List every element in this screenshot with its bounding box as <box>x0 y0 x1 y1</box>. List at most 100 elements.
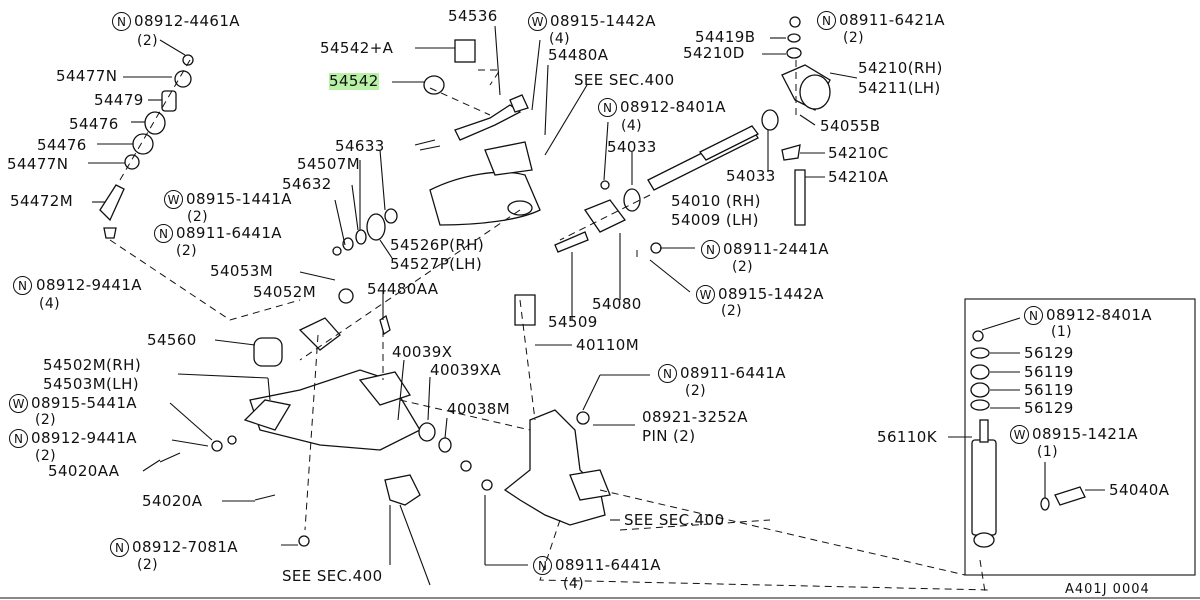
part-label: 54560 <box>147 331 197 349</box>
part-label: 54477N <box>7 155 69 173</box>
part-label: 54080 <box>592 295 642 313</box>
part-label: 54536 <box>448 7 498 25</box>
fastener-number: 08911-6421A <box>839 11 945 29</box>
fastener-qty: (1) <box>1051 324 1073 340</box>
nut-badge: N <box>13 276 32 295</box>
fastener-number: 08911-6441A <box>555 556 661 574</box>
part-label: 54033 <box>607 138 657 156</box>
upper-link-bushing-stack <box>99 54 194 239</box>
fastener-qty: (2) <box>35 412 57 428</box>
part-label: 54210A <box>828 168 889 186</box>
fastener-number: 08912-9441A <box>36 276 142 294</box>
part-label: 08921-3252A <box>642 408 748 426</box>
shock-absorber <box>970 330 1086 548</box>
part-label: 54509 <box>548 313 598 331</box>
fastener-qty: (2) <box>35 448 57 464</box>
assembly-dashed-lines <box>109 60 991 593</box>
part-label: 40039XA <box>430 361 502 379</box>
nut-badge: N <box>1024 306 1043 325</box>
fastener-qty: (4) <box>549 31 571 47</box>
part-label: 54472M <box>10 192 74 210</box>
part-label: 54419B <box>695 28 756 46</box>
washer-badge: W <box>528 12 547 31</box>
lower-control-arm <box>159 314 493 547</box>
part-label: 54033 <box>726 167 776 185</box>
part-label: 54480A <box>548 46 609 64</box>
part-label: 56129 <box>1024 344 1074 362</box>
part-label: 40110M <box>576 336 640 354</box>
nut-badge: N <box>701 240 720 259</box>
nut-badge: N <box>817 11 836 30</box>
fastener-number: 08912-9441A <box>31 429 137 447</box>
part-label: 56129 <box>1024 399 1074 417</box>
nut-badge: N <box>112 12 131 31</box>
fastener-qty: (4) <box>563 576 585 592</box>
fastener-qty: (1) <box>1037 444 1059 460</box>
fastener-number: 08911-6441A <box>680 364 786 382</box>
fastener-number: 08912-4461A <box>134 12 240 30</box>
part-label: 54053M <box>210 262 274 280</box>
fastener-number: 08915-1442A <box>718 285 824 303</box>
nut-badge: N <box>154 224 173 243</box>
fastener-qty: (4) <box>621 118 643 134</box>
fastener-number: 08915-1421A <box>1032 425 1138 443</box>
part-label: 40038M <box>447 400 511 418</box>
part-label: 54052M <box>253 283 317 301</box>
part-label: 54502M(RH) <box>43 356 142 374</box>
upper-control-arm <box>429 94 541 226</box>
part-label: PIN (2) <box>642 427 696 445</box>
part-label: 54527P(LH) <box>390 255 483 273</box>
part-label: 56119 <box>1024 381 1074 399</box>
part-label: SEE SEC.400 <box>282 567 383 585</box>
fastener-qty: (2) <box>176 243 198 259</box>
part-label: 54542+A <box>320 39 394 57</box>
washer-badge: W <box>1010 425 1029 444</box>
part-label: 54503M(LH) <box>43 375 139 393</box>
part-label: SEE SEC.400 <box>624 511 725 529</box>
part-label: 54476 <box>69 115 119 133</box>
fastener-number: 08915-5441A <box>31 394 137 412</box>
part-label: 54480AA <box>367 280 439 298</box>
fastener-qty: (2) <box>685 383 707 399</box>
fastener-number: 08911-2441A <box>723 240 829 258</box>
fastener-number: 08912-8401A <box>620 98 726 116</box>
part-label: 54476 <box>37 136 87 154</box>
steering-knuckle <box>384 294 611 526</box>
fastener-qty: (2) <box>732 259 754 275</box>
fastener-number: 08912-7081A <box>132 538 238 556</box>
part-label: 54020A <box>142 492 203 510</box>
fastener-number: 08915-1441A <box>186 190 292 208</box>
washer-badge: W <box>9 394 28 413</box>
fastener-qty: (2) <box>187 209 209 225</box>
part-label: 54479 <box>94 91 144 109</box>
part-label: 54507M <box>297 155 361 173</box>
fastener-qty: (2) <box>721 303 743 319</box>
fastener-qty: (2) <box>137 557 159 573</box>
part-label: 54210(RH) <box>858 59 943 77</box>
nut-badge: N <box>110 538 129 557</box>
fastener-number: 08911-6441A <box>176 224 282 242</box>
nut-badge: N <box>658 364 677 383</box>
nut-badge: N <box>9 429 28 448</box>
part-label: 54020AA <box>48 462 120 480</box>
rod-bracket <box>781 16 831 226</box>
tension-rod-assembly <box>554 109 779 254</box>
washer-badge: W <box>696 285 715 304</box>
part-label-highlighted: 54542 <box>329 72 379 90</box>
washer-badge: W <box>164 190 183 209</box>
part-label: 54055B <box>820 117 881 135</box>
part-label: 54477N <box>56 67 118 85</box>
part-label: 56119 <box>1024 363 1074 381</box>
fastener-qty: (2) <box>843 30 865 46</box>
part-label: 54210D <box>683 44 745 62</box>
part-label: 54633 <box>335 137 385 155</box>
fastener-qty: (2) <box>137 33 159 49</box>
fastener-number: 08912-8401A <box>1046 306 1152 324</box>
part-label: 54009 (LH) <box>671 211 759 229</box>
part-label: 54040A <box>1109 481 1170 499</box>
fastener-number: 08915-1442A <box>550 12 656 30</box>
part-label: 54210C <box>828 144 889 162</box>
upper-arm-bushings <box>332 39 476 304</box>
